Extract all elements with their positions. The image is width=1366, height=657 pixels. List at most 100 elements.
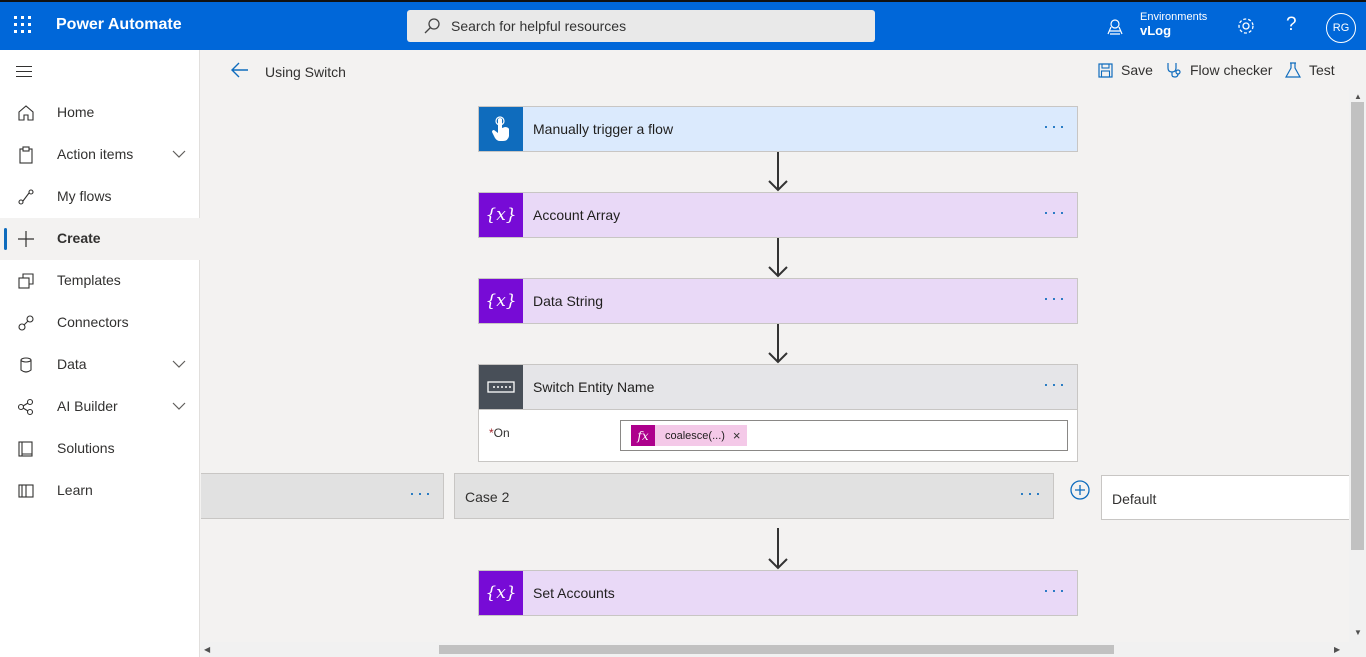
connector-arrow-icon [768,152,788,192]
vertical-scrollbar[interactable]: ▲ ▼ [1349,90,1366,657]
sidebar-item-label: Action items [57,146,134,162]
on-field-label: *On [489,426,510,440]
scroll-right-icon[interactable]: ▶ [1334,645,1341,654]
switch-card-header[interactable]: Switch Entity Name ··· [478,364,1078,410]
sidebar-item-label: AI Builder [57,398,118,414]
sidebar-item-action-items[interactable]: Action items [0,134,200,176]
sidebar-item-label: Learn [57,482,93,498]
test-label: Test [1309,62,1335,78]
more-options-icon[interactable]: ··· [1043,288,1067,308]
sidebar-item-connectors[interactable]: Connectors [0,302,200,344]
scroll-left-icon[interactable]: ◀ [204,645,211,654]
trigger-card[interactable]: Manually trigger a flow ··· [478,106,1078,152]
save-icon [1098,63,1113,78]
book-icon [18,484,34,498]
connector-arrow-icon [768,324,788,364]
plus-icon [18,231,34,247]
variable-icon: {x} [479,571,523,615]
sidebar-item-label: Data [57,356,87,372]
flow-checker-label: Flow checker [1190,62,1273,78]
environment-icon[interactable] [1106,18,1124,36]
help-icon[interactable]: ? [1286,14,1297,35]
sidebar-item-label: Home [57,104,95,120]
search-icon [424,18,440,34]
sidebar-item-my-flows[interactable]: My flows [0,176,200,218]
case-title: Case 2 [465,489,510,505]
remove-token-icon[interactable]: × [732,428,741,443]
more-options-icon[interactable]: ··· [1043,580,1067,600]
test-button[interactable]: Test [1284,62,1335,78]
templates-icon [18,273,34,289]
clipboard-icon [19,146,33,164]
action-title: Account Array [533,207,621,223]
sidebar-item-templates[interactable]: Templates [0,260,200,302]
sidebar-item-label: Create [57,230,101,246]
flow-name[interactable]: Using Switch [265,64,346,80]
more-options-icon[interactable]: ··· [1043,116,1067,136]
hand-tap-icon [479,107,523,151]
sidebar-item-label: Connectors [57,314,129,330]
required-mark: * [489,426,494,440]
search-input[interactable]: Search for helpful resources [451,18,627,34]
sidebar: Home Action items My flows Create Templa… [0,50,200,657]
flow-checker-button[interactable]: Flow checker [1166,62,1272,78]
sidebar-item-create[interactable]: Create [0,218,200,260]
switch-icon [479,365,523,409]
environment-name: vLog [1140,23,1172,38]
database-icon [20,357,32,373]
action-title: Switch Entity Name [533,379,655,395]
scrollbar-thumb[interactable] [1351,102,1364,550]
default-case-card[interactable]: Default [1101,475,1349,520]
token-label: coalesce(...) [665,429,725,442]
sidebar-item-label: Solutions [57,440,115,456]
case-card-1[interactable]: ··· [201,473,444,519]
chevron-down-icon[interactable] [172,149,186,159]
sidebar-item-home[interactable]: Home [0,92,200,134]
flask-icon [1284,62,1302,78]
case-title: Default [1112,491,1157,507]
chevron-down-icon[interactable] [172,359,186,369]
action-title: Data String [533,293,604,309]
expression-token[interactable]: fx coalesce(...) × [631,425,747,446]
back-arrow-icon[interactable] [231,62,249,78]
hamburger-menu-icon[interactable] [16,66,32,78]
on-expression-input[interactable]: fx coalesce(...) × [620,420,1068,451]
scroll-up-icon[interactable]: ▲ [1354,92,1362,101]
more-options-icon[interactable]: ··· [1043,374,1067,394]
gear-icon[interactable] [1236,16,1256,36]
horizontal-scrollbar[interactable]: ◀ ▶ [201,642,1349,657]
sidebar-item-label: Templates [57,272,121,288]
app-name[interactable]: Power Automate [56,16,182,33]
connector-arrow-icon [768,238,788,278]
app-launcher-icon[interactable] [14,16,34,36]
flow-canvas[interactable]: Manually trigger a flow ··· {x} Account … [201,90,1349,642]
save-label: Save [1121,62,1153,78]
sidebar-item-learn[interactable]: Learn [0,470,200,512]
sidebar-item-label: My flows [57,188,112,204]
sidebar-item-solutions[interactable]: Solutions [0,428,200,470]
more-options-icon[interactable]: ··· [409,483,433,503]
more-options-icon[interactable]: ··· [1019,483,1043,503]
flow-icon [18,189,34,205]
environment-picker[interactable]: Environments vLog [1140,10,1207,38]
scrollbar-thumb[interactable] [439,645,1114,654]
more-options-icon[interactable]: ··· [1043,202,1067,222]
connector-icon [18,315,34,331]
action-title: Set Accounts [533,585,615,601]
sidebar-item-ai-builder[interactable]: AI Builder [0,386,200,428]
case-card-2[interactable]: Case 2 ··· [454,473,1054,519]
add-case-icon[interactable] [1069,479,1091,501]
save-button[interactable]: Save [1098,62,1153,78]
chevron-down-icon[interactable] [172,401,186,411]
avatar[interactable]: RG [1326,13,1356,43]
data-string-card[interactable]: {x} Data String ··· [478,278,1078,324]
search-box[interactable]: Search for helpful resources [407,10,875,42]
variable-icon: {x} [479,279,523,323]
sidebar-item-data[interactable]: Data [0,344,200,386]
account-array-card[interactable]: {x} Account Array ··· [478,192,1078,238]
top-bar: Power Automate Search for helpful resour… [0,0,1366,50]
switch-card-body: *On fx coalesce(...) × [478,410,1078,462]
set-accounts-card[interactable]: {x} Set Accounts ··· [478,570,1078,616]
function-icon: fx [631,425,655,446]
scroll-down-icon[interactable]: ▼ [1354,628,1362,637]
